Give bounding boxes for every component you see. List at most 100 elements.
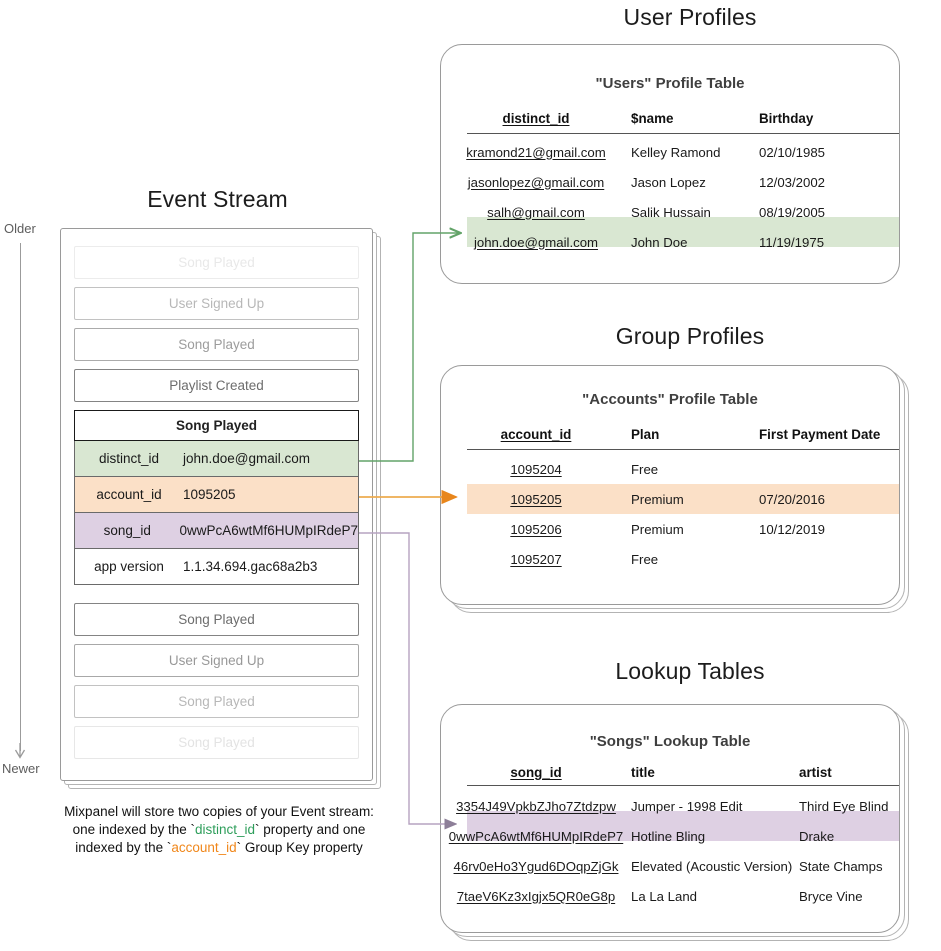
event-list-newer: Song Played User Signed Up Song Played S… bbox=[74, 603, 359, 767]
table-row[interactable]: salh@gmail.com Salik Hussain 08/19/2005 bbox=[441, 197, 899, 227]
table-row-highlighted[interactable]: 1095205 Premium 07/20/2016 bbox=[441, 484, 899, 514]
selected-event-card[interactable]: Song Played distinct_id john.doe@gmail.c… bbox=[74, 410, 359, 585]
axis-label-older: Older bbox=[4, 221, 36, 236]
column-header: First Payment Date bbox=[759, 426, 881, 442]
table-header-row: distinct_id $name Birthday bbox=[441, 103, 899, 133]
column-header: artist bbox=[799, 764, 832, 780]
cell-title: La La Land bbox=[631, 888, 698, 904]
event-pill[interactable]: Song Played bbox=[74, 328, 359, 361]
cell-name: Jason Lopez bbox=[631, 174, 706, 190]
table-row[interactable]: 1095207 Free bbox=[441, 544, 899, 574]
event-pill[interactable]: User Signed Up bbox=[74, 644, 359, 677]
event-property-key: app version bbox=[94, 559, 164, 574]
caption-token-account-id: account_id bbox=[171, 840, 237, 855]
accounts-row-highlight bbox=[467, 484, 899, 514]
table-rule bbox=[467, 449, 899, 451]
cell-birthday: 08/19/2005 bbox=[759, 204, 826, 220]
section-title-lookup-tables: Lookup Tables bbox=[615, 658, 765, 684]
event-property-row: distinct_id john.doe@gmail.com bbox=[74, 441, 359, 477]
cell-plan: Free bbox=[631, 461, 659, 477]
table-row[interactable]: 46rv0eHo3Ygud6DOqpZjGk Elevated (Acousti… bbox=[441, 851, 899, 881]
diagram-caption: Mixpanel will store two copies of your E… bbox=[24, 803, 414, 857]
event-property-row: song_id 0wwPcA6wtMf6HUMpIRdeP7 bbox=[74, 513, 359, 549]
cell-first-payment-date: 07/20/2016 bbox=[759, 491, 826, 507]
cell-account-id: 1095207 bbox=[510, 551, 562, 567]
caption-token-distinct-id: distinct_id bbox=[194, 822, 256, 837]
cell-plan: Premium bbox=[631, 521, 684, 537]
cell-account-id: 1095205 bbox=[510, 491, 562, 507]
caption-line-2-pre: one indexed by the ` bbox=[72, 822, 195, 837]
cell-artist: State Champs bbox=[799, 858, 883, 874]
cell-plan: Free bbox=[631, 551, 659, 567]
accounts-table-title: "Accounts" Profile Table bbox=[582, 391, 758, 408]
table-row[interactable]: 1095206 Premium 10/12/2019 bbox=[441, 514, 899, 544]
cell-song-id: 46rv0eHo3Ygud6DOqpZjGk bbox=[453, 858, 619, 874]
table-row[interactable]: 1095204 Free bbox=[441, 454, 899, 484]
cell-account-id: 1095204 bbox=[510, 461, 562, 477]
cell-distinct-id: salh@gmail.com bbox=[487, 204, 585, 220]
event-property-key: account_id bbox=[96, 487, 162, 502]
cell-artist: Third Eye Blind bbox=[799, 798, 889, 814]
column-header: song_id bbox=[510, 764, 562, 780]
table-row-highlighted[interactable]: 0wwPcA6wtMf6HUMpIRdeP7 Hotline Bling Dra… bbox=[441, 821, 899, 851]
cell-name: Salik Hussain bbox=[631, 204, 711, 220]
event-property-row: app version 1.1.34.694.gac68a2b3 bbox=[74, 549, 359, 585]
songs-row-highlight bbox=[467, 811, 899, 841]
event-property-value: 1095205 bbox=[183, 487, 236, 502]
event-pill[interactable]: Playlist Created bbox=[74, 369, 359, 402]
event-property-value: john.doe@gmail.com bbox=[183, 451, 311, 466]
event-property-key: song_id bbox=[103, 523, 151, 538]
column-header: account_id bbox=[500, 426, 572, 442]
cell-distinct-id: john.doe@gmail.com bbox=[473, 234, 599, 250]
table-row[interactable]: kramond21@gmail.com Kelley Ramond 02/10/… bbox=[441, 137, 899, 167]
cell-title: Hotline Bling bbox=[631, 828, 706, 844]
caption-line-2-post: ` property and one bbox=[255, 822, 366, 837]
cell-title: Jumper - 1998 Edit bbox=[631, 798, 743, 814]
column-header: Birthday bbox=[759, 110, 814, 126]
users-table: distinct_id $name Birthday kramond21@gma… bbox=[441, 103, 899, 257]
users-profile-card: "Users" Profile Table distinct_id $name … bbox=[440, 44, 900, 284]
column-header: $name bbox=[631, 110, 674, 126]
section-title-user-profiles: User Profiles bbox=[623, 4, 757, 30]
event-property-value: 1.1.34.694.gac68a2b3 bbox=[183, 559, 318, 574]
cell-song-id: 0wwPcA6wtMf6HUMpIRdeP7 bbox=[448, 828, 624, 844]
accounts-table: account_id Plan First Payment Date 10952… bbox=[441, 419, 899, 574]
cell-birthday: 12/03/2002 bbox=[759, 174, 826, 190]
cell-distinct-id: jasonlopez@gmail.com bbox=[467, 174, 605, 190]
table-row[interactable]: 3354J49VpkbZJho7Ztdzpw Jumper - 1998 Edi… bbox=[441, 791, 899, 821]
event-pill[interactable]: Song Played bbox=[74, 246, 359, 279]
section-title-event-stream: Event Stream bbox=[147, 186, 288, 212]
caption-line-3-post: ` Group Key property bbox=[236, 840, 363, 855]
event-pill[interactable]: User Signed Up bbox=[74, 287, 359, 320]
section-title-group-profiles: Group Profiles bbox=[615, 323, 765, 349]
table-row[interactable]: jasonlopez@gmail.com Jason Lopez 12/03/2… bbox=[441, 167, 899, 197]
column-header: distinct_id bbox=[502, 110, 570, 126]
cell-artist: Bryce Vine bbox=[799, 888, 863, 904]
songs-table: song_id title artist 3354J49VpkbZJho7Ztd… bbox=[441, 757, 899, 911]
users-row-highlight bbox=[467, 217, 899, 247]
event-pill[interactable]: Song Played bbox=[74, 726, 359, 759]
cell-distinct-id: kramond21@gmail.com bbox=[466, 144, 606, 160]
table-rule bbox=[467, 133, 899, 135]
event-pill[interactable]: Song Played bbox=[74, 685, 359, 718]
event-property-row: account_id 1095205 bbox=[74, 477, 359, 513]
cell-artist: Drake bbox=[799, 828, 835, 844]
caption-line-3-pre: indexed by the ` bbox=[75, 840, 172, 855]
event-list-older: Song Played User Signed Up Song Played P… bbox=[74, 246, 359, 410]
caption-line-1: Mixpanel will store two copies of your E… bbox=[64, 804, 374, 819]
table-header-row: account_id Plan First Payment Date bbox=[441, 419, 899, 449]
cell-title: Elevated (Acoustic Version) bbox=[631, 858, 793, 874]
event-pill[interactable]: Song Played bbox=[74, 603, 359, 636]
axis-label-newer: Newer bbox=[2, 761, 40, 776]
accounts-profile-card: "Accounts" Profile Table account_id Plan… bbox=[440, 365, 900, 605]
table-header-row: song_id title artist bbox=[441, 757, 899, 787]
cell-song-id: 3354J49VpkbZJho7Ztdzpw bbox=[456, 798, 616, 814]
cell-account-id: 1095206 bbox=[510, 521, 562, 537]
cell-name: Kelley Ramond bbox=[631, 144, 721, 160]
table-row-highlighted[interactable]: john.doe@gmail.com John Doe 11/19/1975 bbox=[441, 227, 899, 257]
songs-table-title: "Songs" Lookup Table bbox=[589, 733, 751, 750]
songs-lookup-card: "Songs" Lookup Table song_id title artis… bbox=[440, 704, 900, 933]
time-axis-line bbox=[20, 243, 21, 751]
table-row[interactable]: 7taeV6Kz3xIgjx5QR0eG8p La La Land Bryce … bbox=[441, 881, 899, 911]
